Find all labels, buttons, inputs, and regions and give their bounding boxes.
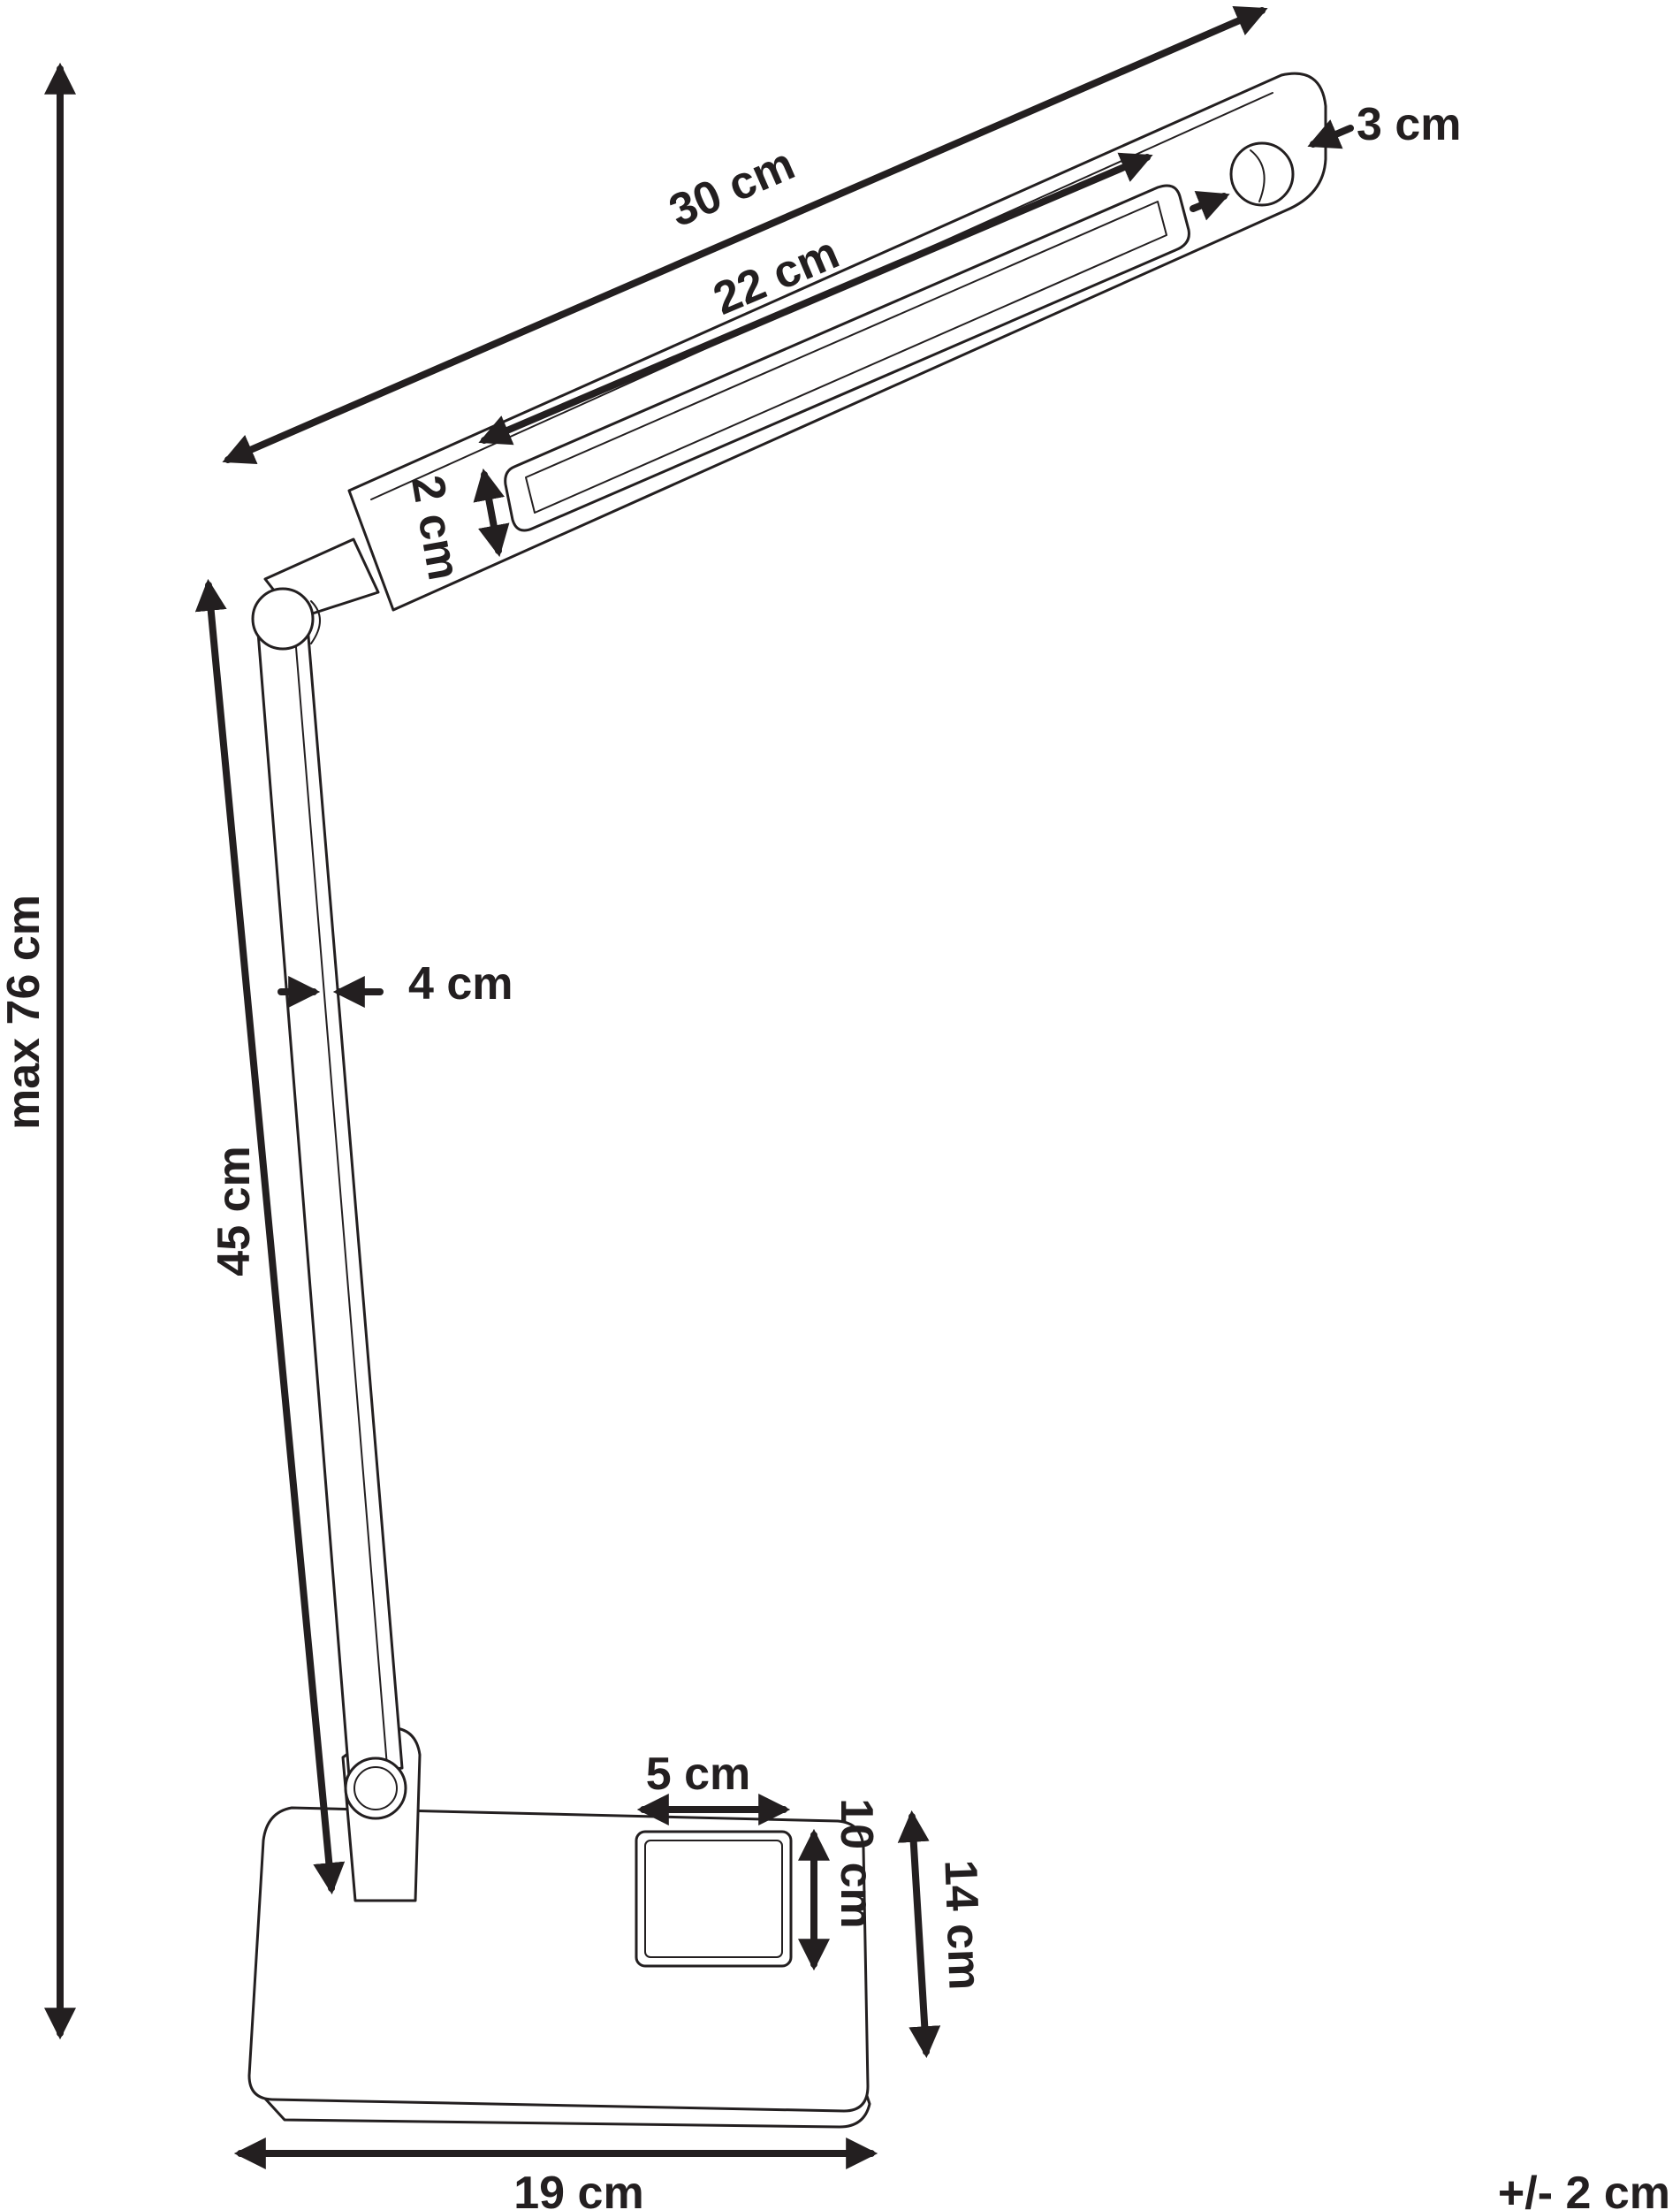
base-depth-label: 14 cm [934,1859,990,1991]
charging-pad [635,1830,793,1968]
arm-width-label: 4 cm [408,958,513,1010]
led-length-arrow [478,152,1153,446]
base-width-label: 19 cm [513,2168,643,2210]
knob-arrow-left [1190,190,1230,221]
lamp-head-front-edge [348,490,394,611]
charging-pad-inner [644,1840,783,1958]
knob-size-label: 3 cm [1357,99,1462,150]
dimension-arrows [44,5,1354,2169]
upper-hinge [251,587,315,651]
arm-length-label: 45 cm [209,1146,260,1276]
charger-width-label: 5 cm [646,1749,751,1800]
dimension-labels: 30 cm 22 cm 3 cm 2 cm max 76 cm 4 cm 45 … [0,99,1670,2210]
max-height-label: max 76 cm [0,895,49,1130]
knob-arrow-right [1307,119,1354,149]
lower-hinge-core [353,1766,398,1810]
head-thickness-arrow [473,468,510,558]
charger-depth-label: 10 cm [831,1798,882,1928]
arm-length-arrow [194,578,346,1895]
main-arm [256,624,404,1779]
led-panel [504,184,1190,532]
base-depth-arrow [897,1810,941,2059]
tolerance-label: +/- 2 cm [1498,2168,1670,2210]
